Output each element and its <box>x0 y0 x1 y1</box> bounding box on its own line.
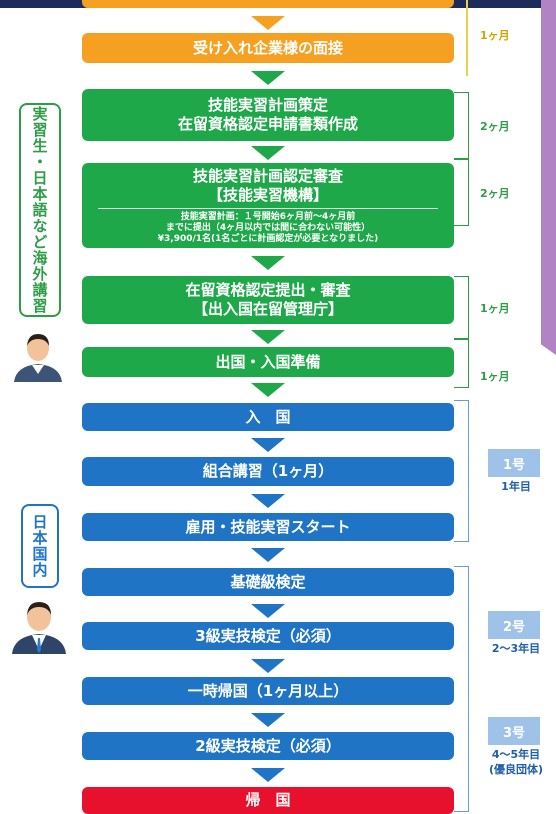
stage-badge-3: 3号 <box>488 717 540 745</box>
duration-bracket-5 <box>454 338 469 388</box>
arrow-down <box>251 256 285 270</box>
step-training: 組合講習（1ヶ月） <box>82 457 454 486</box>
step-plan-line1: 技能実習計画策定 <box>207 96 328 115</box>
step-prep: 出国・入国準備 <box>82 347 454 377</box>
step-basic: 基礎級検定 <box>82 568 454 596</box>
step-training-label: 組合講習（1ヶ月） <box>202 462 334 481</box>
duration-4: 1ヶ月 <box>480 302 510 315</box>
stage-bracket-2 <box>454 566 469 812</box>
step-status: 在留資格認定提出・審査 【出入国在留管理庁】 <box>82 276 454 324</box>
step-prep-label: 出国・入国準備 <box>215 352 321 371</box>
duration-3: 2ヶ月 <box>480 187 510 200</box>
duration-1: 1ヶ月 <box>480 29 510 42</box>
step-review: 技能実習計画認定審査 【技能実習機構】 技能実習計画：１号開始6ヶ月前～4ヶ月前… <box>82 163 454 248</box>
arrow-down <box>251 659 285 673</box>
arrow-down <box>251 768 285 782</box>
step-review-divider <box>98 207 438 209</box>
step-plan: 技能実習計画策定 在留資格認定申請書類作成 <box>82 89 454 141</box>
arrow-down <box>251 71 285 85</box>
stage-badge-2: 2号 <box>488 611 540 639</box>
step-review-note2: までに提出（4ヶ月以内では間に合わない可能性） <box>165 222 371 233</box>
employee-person-icon <box>8 598 70 654</box>
step-plan-line2: 在留資格認定申請書類作成 <box>177 115 358 133</box>
yellow-bracket-line <box>466 0 468 76</box>
step-entry-label: 入 国 <box>245 407 291 426</box>
step-interview-label: 受け入れ企業様の面接 <box>192 38 343 57</box>
step-return-temp-label: 一時帰国（1ヶ月以上） <box>187 681 349 700</box>
step-entry: 入 国 <box>82 403 454 431</box>
stage-sub-3a: 4～5年目 <box>491 748 541 761</box>
arrow-down <box>251 438 285 452</box>
arrow-down <box>251 604 285 618</box>
step-return-temp: 一時帰国（1ヶ月以上） <box>82 677 454 705</box>
step-start-label: 雇用・技能実習スタート <box>185 517 351 536</box>
arrow-down <box>251 383 285 397</box>
duration-bracket-4 <box>454 276 469 340</box>
stage-sub-3b: (優良団体) <box>488 763 544 776</box>
step-return-home: 帰 国 <box>82 787 454 814</box>
step-review-note3: ¥3,900/1名(1名ごとに計画認定が必要となりました) <box>157 234 379 244</box>
step-status-line2: 【出入国在留管理庁】 <box>192 300 343 318</box>
purple-side-bar <box>541 0 556 355</box>
stage-badge-1: 1号 <box>488 449 540 477</box>
arrow-down <box>251 548 285 562</box>
step-review-title2: 【技能実習機構】 <box>207 185 328 204</box>
step-grade3: 3級実技検定（必須） <box>82 622 454 650</box>
duration-5: 1ヶ月 <box>480 370 510 383</box>
top-orange-box <box>82 0 454 8</box>
overseas-training-label: 実習生・日本語など海外講習 <box>19 103 61 317</box>
step-grade3-label: 3級実技検定（必須） <box>195 626 341 645</box>
step-interview: 受け入れ企業様の面接 <box>82 33 454 63</box>
arrow-down <box>251 494 285 508</box>
step-status-line1: 在留資格認定提出・審査 <box>185 281 351 300</box>
stage-sub-1: 1年目 <box>501 480 531 493</box>
arrow-down <box>251 330 285 344</box>
duration-bracket-3 <box>454 158 469 226</box>
step-start: 雇用・技能実習スタート <box>82 513 454 541</box>
step-basic-label: 基礎級検定 <box>230 572 306 591</box>
arrow-down <box>251 713 285 727</box>
step-review-note1: 技能実習計画：１号開始6ヶ月前～4ヶ月前 <box>180 211 356 222</box>
step-return-home-label: 帰 国 <box>245 791 291 810</box>
step-review-title1: 技能実習計画認定審査 <box>192 167 343 185</box>
duration-2: 2ヶ月 <box>480 120 510 133</box>
stage-sub-2: 2～3年目 <box>491 642 541 655</box>
arrow-down <box>251 146 285 160</box>
step-grade2: 2級実技検定（必須） <box>82 732 454 760</box>
duration-bracket-2 <box>454 92 469 160</box>
domestic-label: 日本国内 <box>21 504 59 588</box>
trainee-person-icon <box>10 330 66 382</box>
step-grade2-label: 2級実技検定（必須） <box>195 736 341 755</box>
arrow-down <box>251 16 285 30</box>
stage-bracket-1 <box>454 400 469 542</box>
